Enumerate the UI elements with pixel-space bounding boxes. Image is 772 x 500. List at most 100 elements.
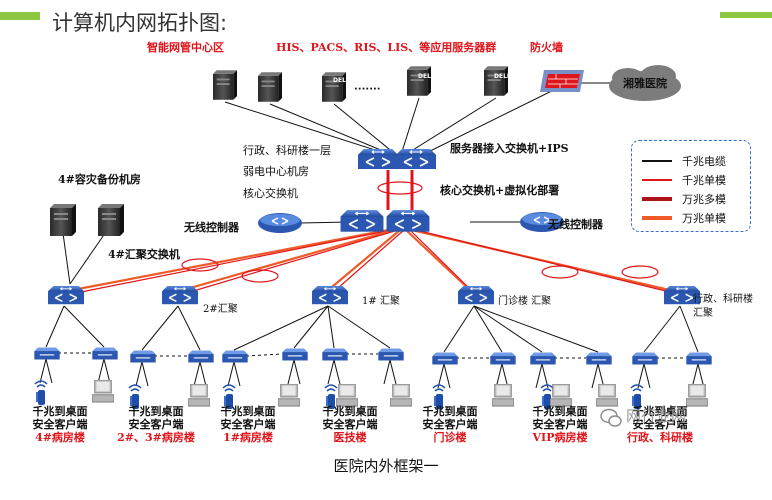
uplink-1g <box>179 229 399 296</box>
client-link <box>443 363 451 389</box>
client-link <box>389 359 397 385</box>
legend-swatch <box>642 197 672 201</box>
access-uplink <box>473 305 599 353</box>
desktop-pc-icon <box>492 384 514 407</box>
access-uplink <box>293 305 329 349</box>
backup-server <box>98 204 124 236</box>
desktop-pc-icon <box>92 380 114 403</box>
client-block: 千兆到桌面安全客户端门诊楼 <box>405 405 495 445</box>
trunk-bundle-marker <box>377 181 423 195</box>
legend-label: 万兆多模 <box>682 193 726 206</box>
wechat-icon <box>600 408 622 427</box>
access-uplink <box>141 305 179 351</box>
client-building-label: 4#病房楼 <box>35 431 85 445</box>
building-label-line3: 核心交换机 <box>243 187 298 200</box>
legend-label: 千兆单模 <box>682 174 726 187</box>
access-peer-link <box>245 353 283 357</box>
access-switch <box>586 352 612 365</box>
agg1-label: 1# 汇聚 <box>362 296 400 307</box>
bundle-marker <box>241 269 279 283</box>
client-desktop-label: 千兆到桌面 <box>632 405 688 418</box>
access-uplink <box>327 305 335 349</box>
building-label-line2: 弱电中心机房 <box>243 165 309 178</box>
client-security-label: 安全客户端 <box>422 418 478 432</box>
legend-item: 万兆单模 <box>642 210 747 226</box>
client-security-label: 安全客户端 <box>220 418 276 432</box>
client-link <box>535 363 543 389</box>
backup-room-label: 4#容灾备份机房 <box>58 173 141 186</box>
client-link <box>643 363 651 389</box>
page-title: 计算机内网拓扑图: <box>52 11 228 35</box>
bundle-marker <box>621 265 659 279</box>
client-security-label: 安全客户端 <box>632 418 688 432</box>
access-switch <box>188 350 214 363</box>
desktop-pc-icon <box>686 384 708 407</box>
client-building-label: 1#病房楼 <box>223 431 273 445</box>
wireless-controller-left <box>258 212 302 234</box>
external-network-cloud <box>609 65 681 101</box>
legend-swatch <box>642 179 672 181</box>
core-switch-label: 核心交换机+虚拟化部署 <box>440 184 560 197</box>
core-switch <box>340 209 384 233</box>
links-layer <box>39 81 705 389</box>
legend-item: 千兆单模 <box>642 172 747 188</box>
access-uplink <box>177 305 201 351</box>
core-switch <box>386 209 430 233</box>
access-switch <box>282 348 308 361</box>
legend-label: 千兆电缆 <box>682 155 726 168</box>
client-desktop-label: 千兆到桌面 <box>532 405 588 418</box>
client-link <box>287 359 295 385</box>
server-access-switch <box>358 148 398 170</box>
client-link <box>103 358 111 384</box>
access-uplink <box>473 305 543 353</box>
agg2-label: 2#汇聚 <box>203 304 238 315</box>
desktop-pc-icon <box>596 384 618 407</box>
uplink-1g <box>409 229 477 296</box>
client-link <box>199 361 207 387</box>
access-uplink <box>327 305 391 349</box>
client-building-label: 行政、科研楼 <box>627 431 693 445</box>
client-link <box>141 361 149 387</box>
access-switch <box>432 352 458 365</box>
server-brand-label: DELL <box>333 77 350 84</box>
server-uplink <box>224 101 401 159</box>
legend-swatch <box>642 216 672 220</box>
client-link <box>135 361 143 387</box>
access-uplink <box>473 305 503 353</box>
uplink-1g <box>65 229 393 296</box>
access-uplink <box>643 305 681 353</box>
client-link <box>45 358 53 384</box>
client-desktop-label: 千兆到桌面 <box>128 405 184 418</box>
client-link <box>383 359 391 385</box>
aggregation-switch <box>458 285 494 305</box>
aggregation-switch <box>48 285 84 305</box>
backup-server <box>50 204 76 236</box>
server-uplink <box>399 97 497 159</box>
access-switch <box>130 350 156 363</box>
uplink-1g <box>329 229 405 296</box>
server-uplink <box>399 97 420 159</box>
access-uplink <box>45 305 65 348</box>
aggregation-switch <box>312 285 348 305</box>
legend-label: 万兆单模 <box>682 212 726 225</box>
client-security-label: 安全客户端 <box>128 418 184 432</box>
client-link <box>227 361 235 387</box>
application-server <box>407 66 431 96</box>
client-link <box>193 361 201 387</box>
client-desktop-label: 千兆到桌面 <box>322 405 378 418</box>
client-desktop-label: 千兆到桌面 <box>422 405 478 418</box>
hospital-label: 湘雅医院 <box>623 77 667 90</box>
agg-admin-label-line2: 汇聚 <box>693 308 713 319</box>
agg-clinic-label: 门诊楼 汇聚 <box>498 296 552 307</box>
client-desktop-label: 千兆到桌面 <box>220 405 276 418</box>
application-server <box>258 72 282 102</box>
aggregation-switch <box>162 285 198 305</box>
uplink-10g <box>61 228 389 294</box>
